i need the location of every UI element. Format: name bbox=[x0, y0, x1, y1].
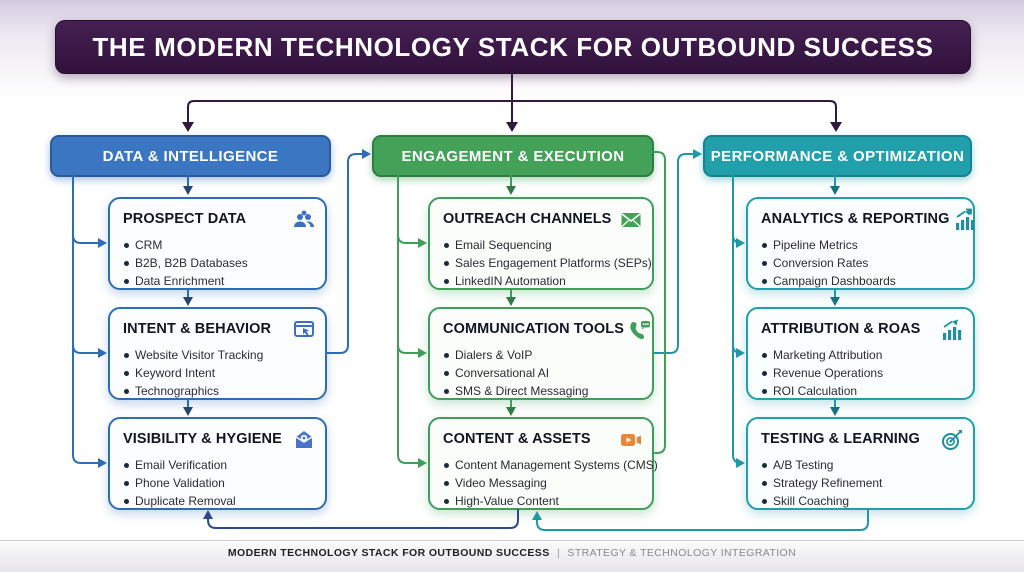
blue-cross-connector bbox=[326, 149, 371, 354]
title-split-connector bbox=[187, 71, 837, 124]
list-item: Email Sequencing bbox=[443, 236, 643, 254]
box-title: INTENT & BEHAVIOR bbox=[123, 321, 272, 337]
bar-chart-trend-icon bbox=[943, 319, 962, 340]
box-items: Marketing Attribution Revenue Operations… bbox=[761, 346, 964, 400]
list-item: Video Messaging bbox=[443, 474, 643, 492]
box-title: ANALYTICS & REPORTING bbox=[761, 211, 950, 227]
box-items: Website Visitor Tracking Keyword Intent … bbox=[123, 346, 316, 400]
envelope-gear-icon bbox=[295, 431, 313, 448]
list-item: Conversational AI bbox=[443, 364, 643, 382]
box-visibility-hygiene: VISIBILITY & HYGIENE Email Verification … bbox=[108, 417, 327, 510]
list-item: Strategy Refinement bbox=[761, 474, 964, 492]
box-items: A/B Testing Strategy Refinement Skill Co… bbox=[761, 456, 964, 510]
box-content-assets: CONTENT & ASSETS Content Management Syst… bbox=[428, 417, 658, 510]
box-items: Email Verification Phone Validation Dupl… bbox=[123, 456, 316, 510]
header-arrowheads bbox=[182, 122, 842, 132]
box-outreach-channels: OUTREACH CHANNELS Email Sequencing Sales… bbox=[428, 197, 654, 290]
blue-rail-connector bbox=[72, 174, 100, 464]
box-items: Email Sequencing Sales Engagement Platfo… bbox=[443, 236, 652, 290]
list-item: A/B Testing bbox=[761, 456, 964, 474]
list-item: B2B, B2B Databases bbox=[123, 254, 316, 272]
footer-divider bbox=[0, 540, 1024, 541]
box-title: PROSPECT DATA bbox=[123, 211, 247, 227]
box-title: VISIBILITY & HYGIENE bbox=[123, 431, 282, 447]
box-title: ATTRIBUTION & ROAS bbox=[761, 321, 921, 337]
box-title: TESTING & LEARNING bbox=[761, 431, 920, 447]
team-icon bbox=[294, 210, 314, 227]
blue-rail-arrowheads bbox=[98, 238, 107, 468]
box-prospect-data: PROSPECT DATA CRM B2B, B2B Databases Dat… bbox=[108, 197, 327, 290]
list-item: Keyword Intent bbox=[123, 364, 316, 382]
list-item: Marketing Attribution bbox=[761, 346, 964, 364]
teal-rail-arrowheads bbox=[736, 238, 745, 468]
list-item: SMS & Direct Messaging bbox=[443, 382, 643, 400]
green-rail-connector bbox=[397, 174, 420, 464]
footer-separator: | bbox=[556, 547, 561, 559]
teal-rail-connector bbox=[732, 174, 742, 464]
box-items: Dialers & VoIP Conversational AI SMS & D… bbox=[443, 346, 643, 400]
green-rail-arrowheads bbox=[418, 238, 427, 468]
box-items: Content Management Systems (CMS) Video M… bbox=[443, 456, 658, 510]
envelope-icon bbox=[621, 213, 641, 227]
green-header-to-content-connector bbox=[649, 151, 666, 454]
list-item: Revenue Operations bbox=[761, 364, 964, 382]
box-title: CONTENT & ASSETS bbox=[443, 431, 591, 447]
page-title: THE MODERN TECHNOLOGY STACK FOR OUTBOUND… bbox=[55, 20, 971, 74]
list-item: CRM bbox=[123, 236, 316, 254]
video-camera-icon bbox=[621, 434, 641, 446]
box-items: CRM B2B, B2B Databases Data Enrichment bbox=[123, 236, 316, 290]
footer-caption: MODERN TECHNOLOGY STACK FOR OUTBOUND SUC… bbox=[0, 547, 1024, 559]
list-item: Email Verification bbox=[123, 456, 316, 474]
list-item: Campaign Dashboards bbox=[761, 272, 964, 290]
list-item: High-Value Content bbox=[443, 492, 643, 510]
box-testing-learning: TESTING & LEARNING A/B Testing Strategy … bbox=[746, 417, 975, 510]
footer-primary-text: MODERN TECHNOLOGY STACK FOR OUTBOUND SUC… bbox=[227, 547, 550, 559]
column-header-data-intelligence: DATA & INTELLIGENCE bbox=[50, 135, 331, 177]
box-title: OUTREACH CHANNELS bbox=[443, 211, 612, 227]
list-item: Data Enrichment bbox=[123, 272, 316, 290]
list-item: Sales Engagement Platforms (SEPs) bbox=[443, 254, 652, 272]
box-attribution-roas: ATTRIBUTION & ROAS Marketing Attribution… bbox=[746, 307, 975, 400]
box-title: COMMUNICATION TOOLS bbox=[443, 321, 624, 337]
blue-feedback-connector bbox=[203, 509, 519, 529]
footer-secondary-text: STRATEGY & TECHNOLOGY INTEGRATION bbox=[567, 547, 797, 559]
box-analytics-reporting: ANALYTICS & REPORTING Pipeline Metrics C… bbox=[746, 197, 975, 290]
box-items: Pipeline Metrics Conversion Rates Campai… bbox=[761, 236, 964, 290]
target-dart-icon bbox=[942, 430, 962, 450]
box-intent-behavior: INTENT & BEHAVIOR Website Visitor Tracki… bbox=[108, 307, 327, 400]
list-item: LinkedIN Automation bbox=[443, 272, 643, 290]
bar-chart-trend-icon bbox=[956, 208, 975, 230]
browser-cursor-icon bbox=[294, 321, 314, 337]
list-item: Skill Coaching bbox=[761, 492, 964, 510]
list-item: Pipeline Metrics bbox=[761, 236, 964, 254]
box-communication-tools: COMMUNICATION TOOLS Dialers & VoIP Conve… bbox=[428, 307, 654, 400]
phone-chat-icon bbox=[630, 321, 650, 340]
column-header-engagement-execution: ENGAGEMENT & EXECUTION bbox=[372, 135, 654, 177]
list-item: Content Management Systems (CMS) bbox=[443, 456, 658, 474]
list-item: Duplicate Removal bbox=[123, 492, 316, 510]
list-item: Phone Validation bbox=[123, 474, 316, 492]
column-header-performance-optimization: PERFORMANCE & OPTIMIZATION bbox=[703, 135, 972, 177]
list-item: Technographics bbox=[123, 382, 316, 400]
teal-cross-connector bbox=[653, 149, 702, 354]
list-item: Website Visitor Tracking bbox=[123, 346, 316, 364]
list-item: ROI Calculation bbox=[761, 382, 964, 400]
list-item: Dialers & VoIP bbox=[443, 346, 643, 364]
list-item: Conversion Rates bbox=[761, 254, 964, 272]
teal-feedback-connector bbox=[532, 509, 869, 531]
